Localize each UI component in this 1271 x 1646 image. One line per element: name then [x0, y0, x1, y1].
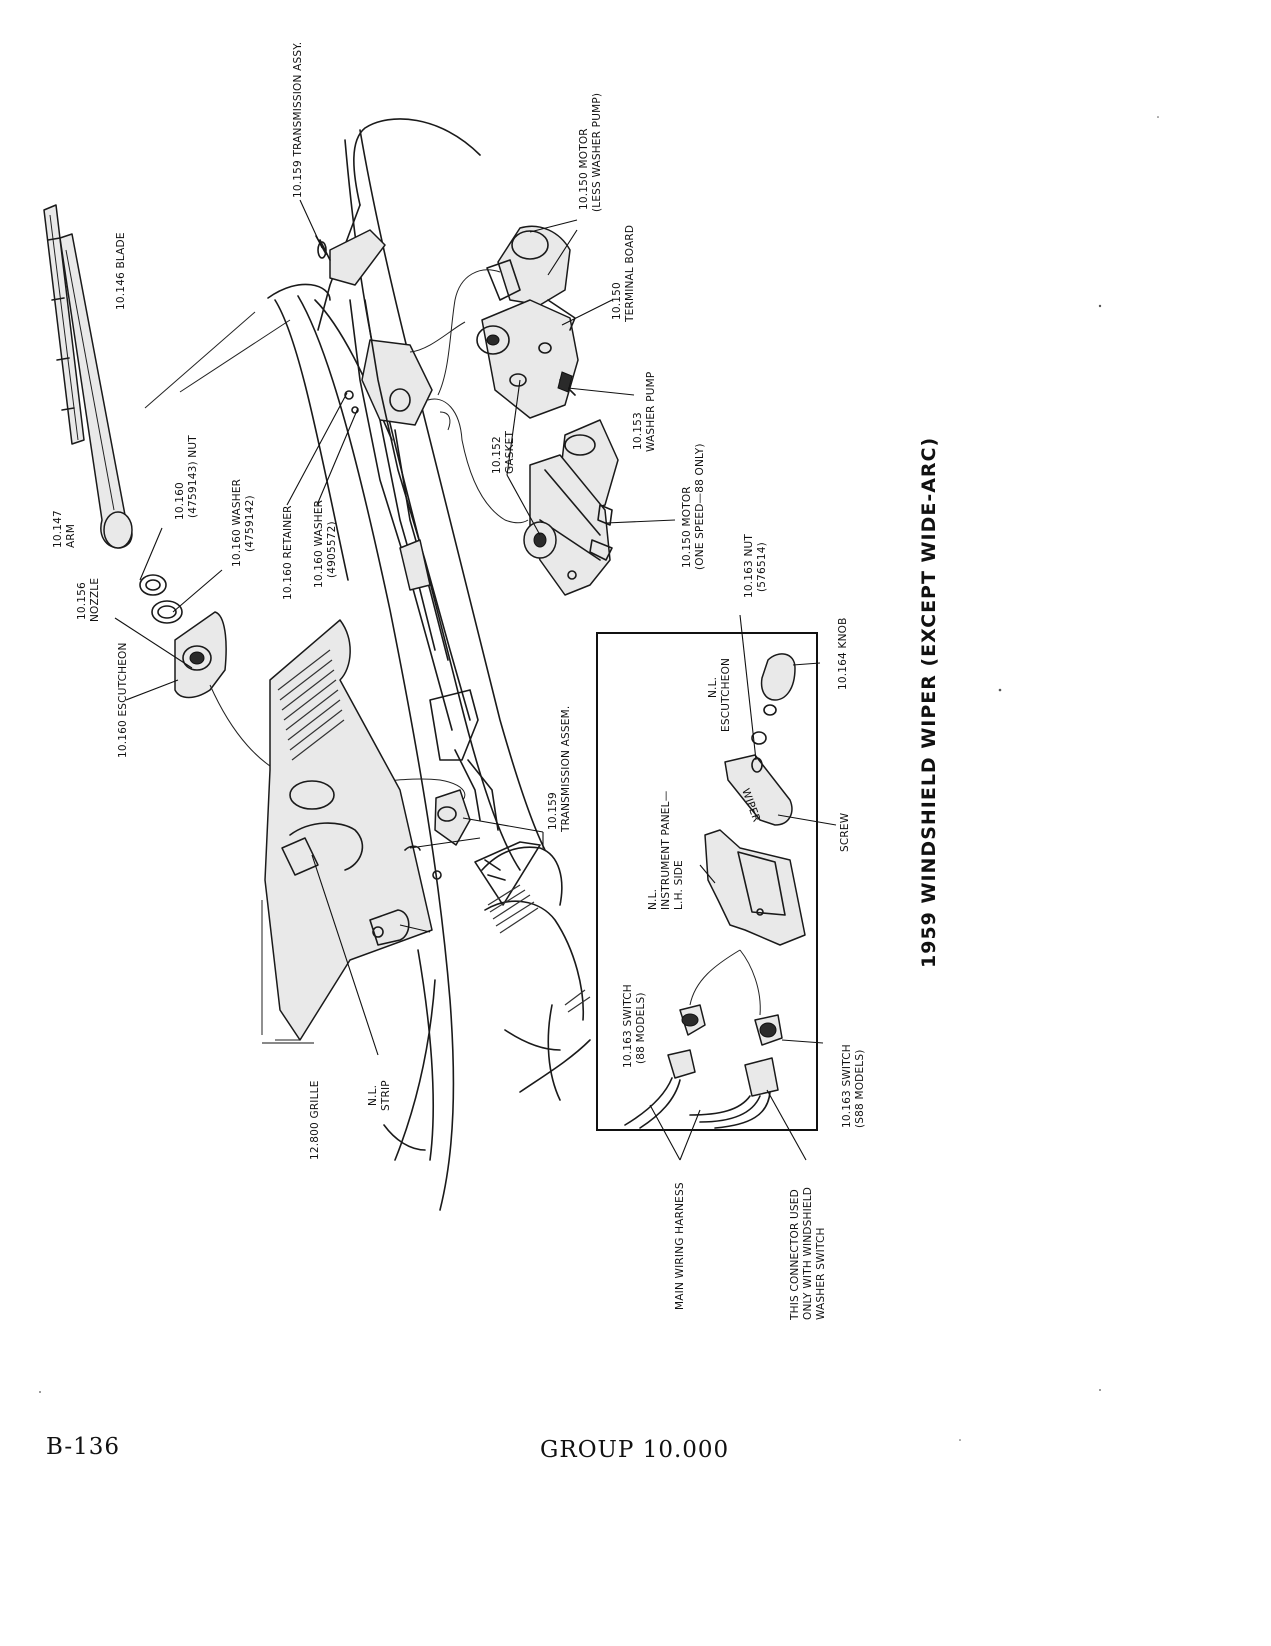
label-connector-note-3: WASHER SWITCH [815, 1227, 827, 1320]
label-nozzle: 10.156 [76, 582, 88, 620]
label-retainer: 10.160 RETAINER [282, 505, 294, 600]
label-nozzle-name: NOZZLE [89, 578, 101, 622]
label-washer-4759142: 10.160 WASHER [231, 479, 243, 567]
label-gasket-name: GASKET [504, 430, 516, 474]
wiper-motor-one-speed [523, 419, 619, 596]
label-motor-upper-note: (LESS WASHER PUMP) [591, 93, 603, 212]
label-switch-88: 10.163 SWITCH [622, 984, 634, 1068]
label-washer-4905572: 10.160 WASHER [313, 500, 325, 588]
label-nl-escutcheon-name: ESCUTCHEON [720, 658, 732, 732]
label-gasket: 10.152 [491, 436, 503, 474]
label-blade: 10.146 BLADE [115, 232, 127, 310]
wiper-arm [59, 233, 133, 549]
label-motor-one-speed: 10.150 MOTOR [681, 486, 693, 568]
label-nut-160-part: (4759143) NUT [187, 435, 199, 518]
label-escutcheon: 10.160 ESCUTCHEON [117, 642, 129, 758]
label-knob: 10.164 KNOB [837, 618, 849, 691]
instrument-panel-lh [704, 829, 806, 946]
label-grille: 12.800 GRILLE [309, 1080, 321, 1160]
label-washer-pump-name: WASHER PUMP [645, 372, 657, 452]
label-nut-163-part: (576514) [756, 542, 768, 592]
grille-screw [369, 909, 431, 946]
label-connector-note-2: ONLY WITH WINDSHIELD [802, 1187, 814, 1320]
label-motor-upper: 10.150 MOTOR [578, 128, 590, 210]
nl-escutcheon-part: WIPER [724, 754, 793, 826]
label-nut-160: 10.160 [174, 482, 186, 520]
windshield-outline [144, 118, 481, 409]
cowl-grille [261, 619, 433, 1041]
transmission-assembly [315, 229, 506, 881]
label-terminal-board: 10.150 [611, 282, 623, 320]
label-screw: SCREW [839, 812, 851, 852]
label-switch-s88: 10.163 SWITCH [841, 1044, 853, 1128]
label-switch-88-models: (88 MODELS) [635, 992, 647, 1064]
label-washer-4759142-part: (4759142) [244, 495, 256, 552]
washer-4759142 [151, 600, 183, 624]
callout-labels: 10.146 BLADE 10.147 ARM 10.160 (4759143)… [52, 42, 866, 1321]
label-switch-s88-models: (S88 MODELS) [854, 1049, 866, 1128]
label-motor-one-speed-note: (ONE SPEED—88 ONLY) [694, 443, 706, 570]
switch-88 [679, 949, 741, 1036]
nut-4759143 [139, 574, 167, 596]
group-number: GROUP 10.000 [540, 1437, 730, 1463]
label-arm-name: ARM [65, 524, 77, 548]
label-transmission-assy: 10.159 TRANSMISSION ASSY. [292, 42, 304, 198]
label-instrument-panel-name: INSTRUMENT PANEL— [660, 791, 672, 910]
diagram-title: 1959 WINDSHIELD WIPER (EXCEPT WIDE-ARC) [918, 437, 940, 968]
label-main-wiring-harness: MAIN WIRING HARNESS [674, 1182, 686, 1310]
wiper-motor-upper [476, 225, 579, 419]
wiring-harness [624, 1049, 779, 1129]
label-connector-note: THIS CONNECTOR USED [789, 1189, 801, 1321]
label-arm: 10.147 [52, 510, 64, 548]
label-instrument-panel-side: L.H. SIDE [673, 860, 685, 910]
label-strip-name: STRIP [380, 1080, 392, 1111]
label-nl-escutcheon: N.L. [707, 677, 719, 698]
page-number: B-136 [46, 1434, 120, 1460]
leader-lines [114, 199, 837, 1161]
label-instrument-panel: N.L. [647, 889, 659, 910]
label-transmission-assem-name: TRANSMISSION ASSEM. [560, 706, 572, 833]
label-transmission-assem: 10.159 [547, 792, 559, 830]
switch-s88 [739, 949, 783, 1046]
knob-163-parts [751, 653, 796, 745]
label-washer-pump: 10.153 [632, 412, 644, 450]
switch-detail-box [596, 632, 818, 1131]
escutcheon [174, 611, 227, 699]
wiper-blade [43, 204, 85, 445]
label-washer-4905572-part: (4905572) [326, 521, 338, 578]
dash-sweep [474, 841, 591, 1101]
label-strip: N.L. [367, 1085, 379, 1106]
scan-specks [39, 116, 1159, 1441]
label-terminal-board-name: TERMINAL BOARD [624, 225, 636, 323]
motor-wiring [409, 269, 529, 524]
label-nut-163: 10.163 NUT [743, 534, 755, 598]
